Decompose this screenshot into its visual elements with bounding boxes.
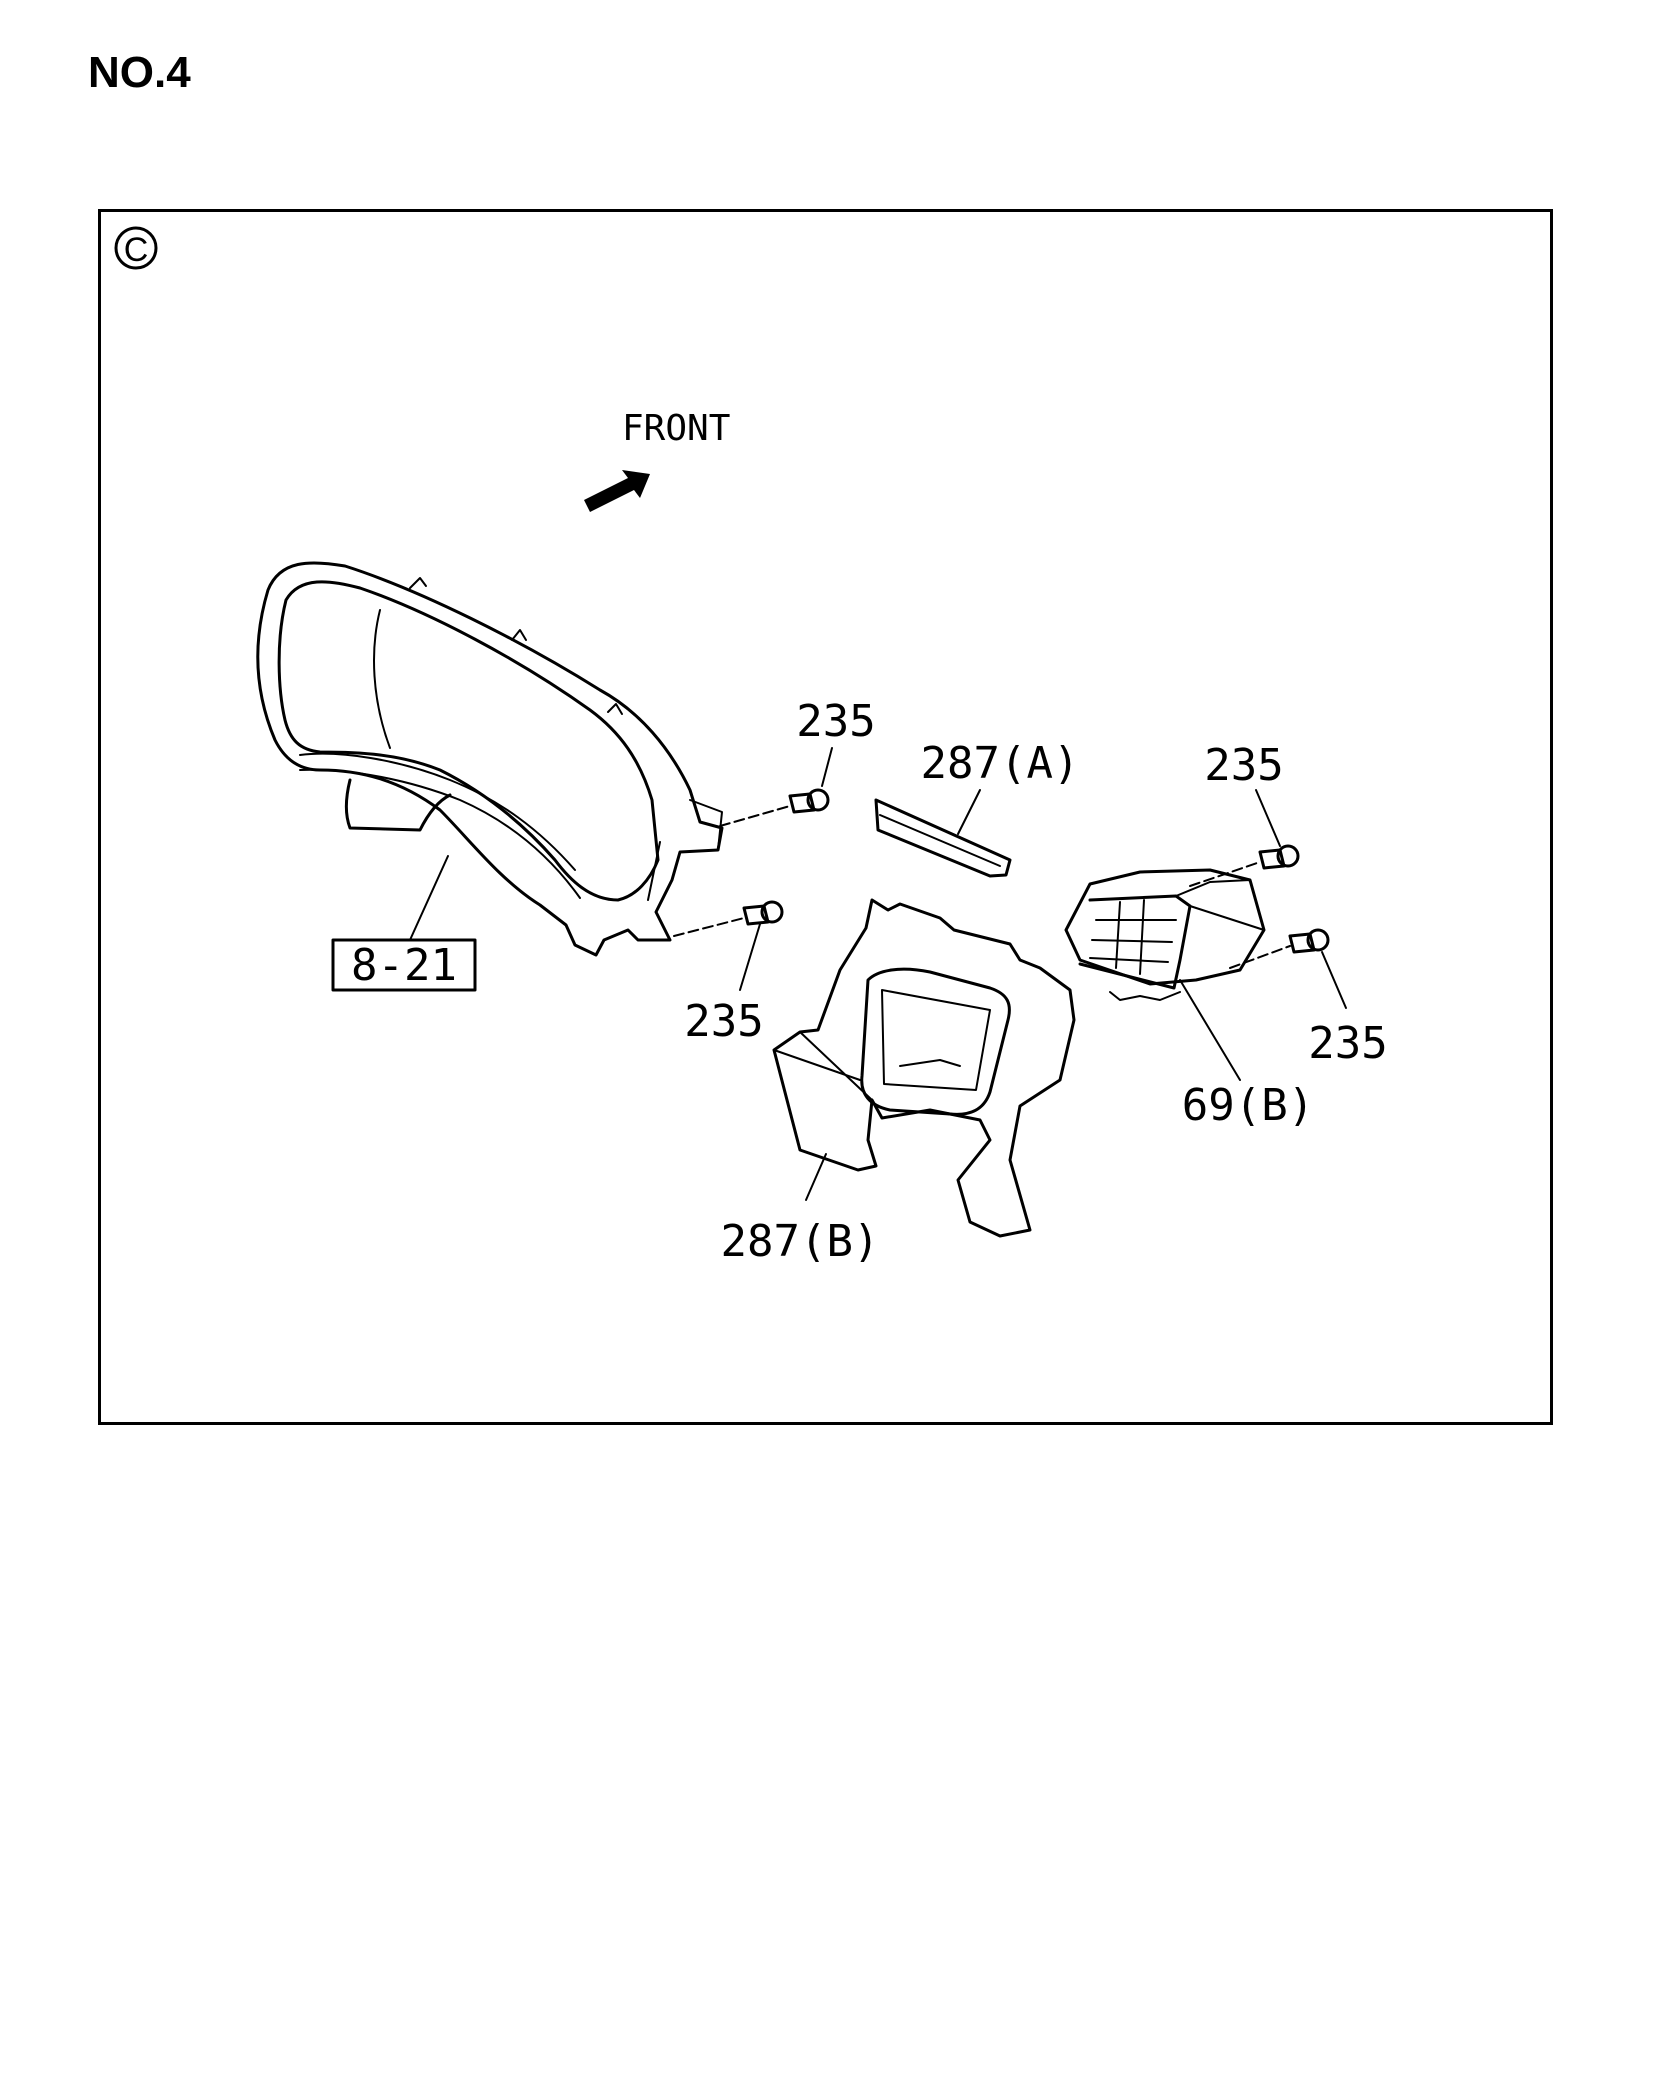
- cluster-hood: [256, 561, 724, 957]
- ref-box-label: 8-21: [351, 940, 457, 991]
- screw-lower-left: 235: [673, 900, 784, 1047]
- screw-upper-right-label: 235: [1204, 740, 1283, 791]
- screw-upper-left-label: 235: [796, 696, 875, 747]
- screw-lower-left-label: 235: [684, 996, 763, 1047]
- diagram-frame: [98, 209, 1553, 1425]
- panel-287b: 287(B): [721, 898, 1076, 1267]
- air-vent-69b: 69(B): [1064, 868, 1314, 1131]
- view-marker: C: [114, 226, 158, 270]
- ref-box: [331, 938, 477, 992]
- front-arrow-icon: [584, 470, 650, 512]
- front-label: FRONT: [622, 408, 730, 449]
- screw-upper-right: 235: [1189, 740, 1300, 887]
- view-marker-letter: C: [124, 231, 149, 269]
- panel-287a-label: 287(A): [921, 738, 1080, 789]
- screw-upper-left: 235: [719, 696, 876, 827]
- screw-lower-right: 235: [1229, 928, 1388, 1069]
- panel-287a: 287(A): [874, 738, 1080, 878]
- panel-287b-label: 287(B): [721, 1216, 880, 1267]
- page-number: NO.4: [88, 48, 191, 97]
- screw-lower-right-label: 235: [1308, 1018, 1387, 1069]
- vent-69b-label: 69(B): [1182, 1080, 1314, 1131]
- ref-callout-8-21: 8-21: [331, 855, 477, 992]
